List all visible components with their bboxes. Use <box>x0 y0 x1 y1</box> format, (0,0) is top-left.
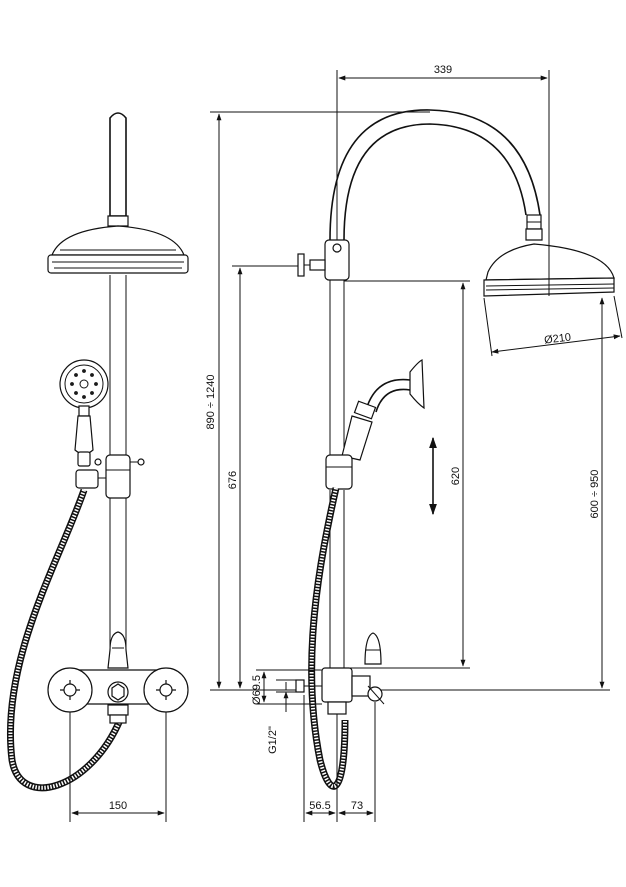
dim-arm-reach: 339 <box>434 64 452 76</box>
dim-handle-projection: 73 <box>351 800 363 812</box>
dim-wall-offset: 56.5 <box>309 800 330 812</box>
front-riser-pipe <box>109 112 127 650</box>
dim-head-height: 600 ÷ 950 <box>589 470 601 519</box>
dim-inlet-thread: G1/2" <box>267 726 279 754</box>
dim-centers: 150 <box>109 800 127 812</box>
front-shower-head <box>47 215 189 274</box>
side-view <box>295 109 615 790</box>
dim-head-diameter: Ø210 <box>544 331 572 346</box>
dim-mixer-body: Ø69.5 <box>251 675 263 705</box>
side-shower-arm <box>329 109 542 241</box>
side-shower-head <box>483 228 615 297</box>
dim-mixer-to-arm: 676 <box>227 471 239 489</box>
front-thermostatic-mixer <box>47 631 189 724</box>
spray-holes <box>70 369 98 399</box>
front-slide-bracket <box>75 454 145 499</box>
dimension-labels: 339 Ø210 890 ÷ 1240 676 620 600 ÷ 950 Ø6… <box>109 64 601 812</box>
side-thermostatic-mixer <box>295 632 385 715</box>
dim-total-height: 890 ÷ 1240 <box>205 375 217 430</box>
front-view <box>7 112 189 792</box>
dimension-lines <box>69 70 623 822</box>
side-wall-bracket <box>297 239 350 281</box>
front-hand-shower <box>59 359 109 467</box>
side-hand-shower <box>325 359 425 490</box>
dim-slide-range: 620 <box>450 467 462 485</box>
